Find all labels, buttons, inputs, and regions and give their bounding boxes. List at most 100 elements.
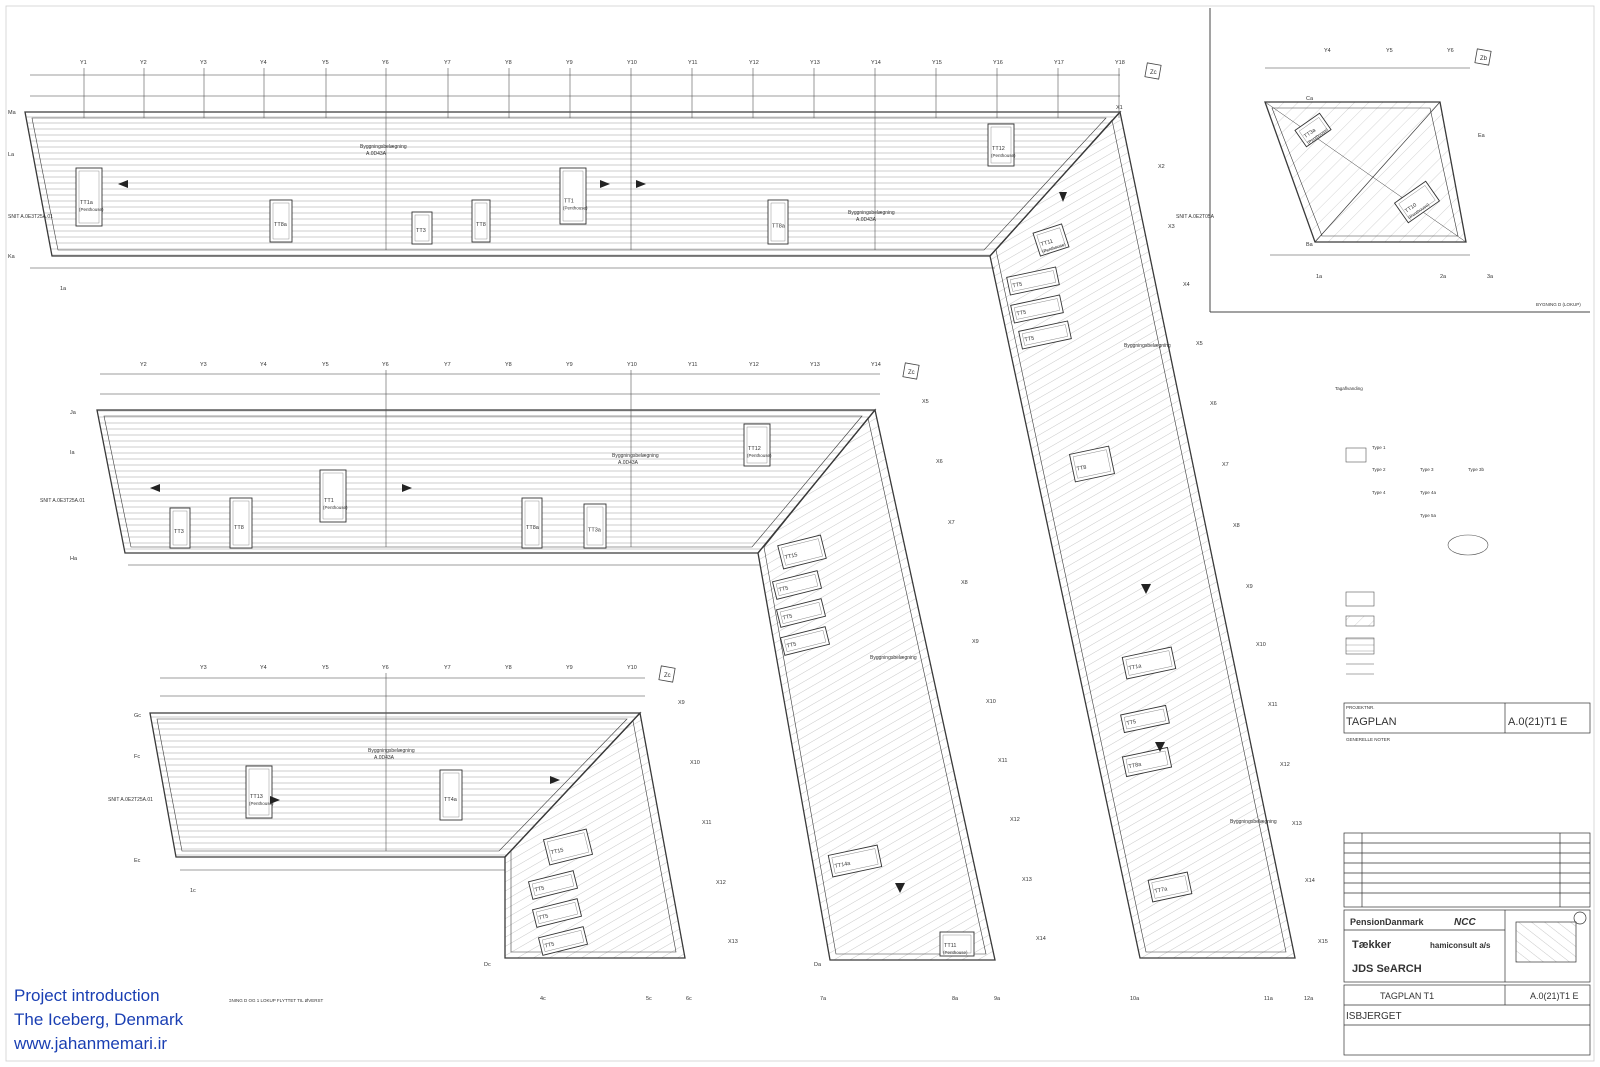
grid-axis-label: Y2 [140, 362, 147, 368]
project-name: ISBJERGET [1346, 1011, 1402, 1022]
roof-label: Byggningsbelægning [848, 210, 895, 216]
drawing-number: A.0(21)T1 E [1508, 716, 1567, 728]
roof-label: Byggningsbelægning [360, 144, 407, 150]
skylight: TT5 [775, 598, 827, 628]
skylight-inner [746, 426, 768, 464]
skylight: TT3a(Penthouse) [1294, 112, 1332, 148]
pin-label: Zc [1150, 70, 1157, 76]
skylight-inner [770, 202, 786, 242]
skylight-inner [1021, 324, 1069, 346]
grid-axis-label: Y3 [200, 60, 207, 66]
skylight-inner [1125, 650, 1173, 676]
grid-column-label: 1c [190, 888, 196, 894]
grid-axis-label: Y6 [382, 665, 389, 671]
grid-axis-label: Y14 [871, 362, 881, 368]
skylight: TT15 [542, 828, 594, 866]
grid-axis-label: Y11 [688, 362, 697, 368]
skylight-inner [78, 170, 100, 224]
skylight: TT10(Penthouse) [1393, 180, 1441, 224]
skylight-inner [531, 874, 575, 896]
skylight: TT8a [1121, 746, 1173, 778]
grid-axis-label: X12 [1280, 762, 1290, 768]
grid-column-label: 10a [1130, 996, 1140, 1002]
grid-axis-label: X11 [702, 820, 711, 826]
skylight: TT5 [1006, 266, 1060, 296]
grid-axis-label: Y3 [200, 362, 207, 368]
skylight: TT5 [1120, 704, 1170, 734]
skylight: TT1(Penthouse) [559, 167, 588, 225]
roof-label: Byggningsbelægning [612, 453, 659, 459]
caption-line-1: Project introduction [14, 986, 160, 1005]
grid-axis-label: Y14 [871, 60, 881, 66]
skylight-label: TT5 [544, 941, 555, 949]
skylight-label: TT7a [1154, 886, 1169, 895]
grid-column-label: 1a [1316, 274, 1323, 280]
skylight-label: TT3 [416, 228, 426, 234]
roof-label: Byggningsbelægning [1124, 343, 1171, 349]
skylight-outline [411, 211, 433, 245]
skylight-outline [1032, 223, 1070, 257]
roof-label: Byggningsbelægning [870, 655, 917, 661]
grid-axis-label: X10 [1256, 642, 1266, 648]
skylight: TT5 [527, 870, 579, 900]
grid-row-label: Ba [1306, 242, 1314, 248]
contractor-logo-text: NCC [1454, 917, 1476, 928]
skylight-inner [942, 934, 972, 954]
skylight-label: TT15 [550, 847, 564, 856]
grid-axis-label: Y1 [80, 60, 87, 66]
grid-axis-label: X10 [986, 699, 996, 705]
drawing-title: TAGPLAN [1346, 716, 1397, 728]
grid-axis-label: X11 [1268, 702, 1277, 708]
grid-axis-label: X12 [716, 880, 726, 886]
skylight-label: TT8 [476, 222, 486, 228]
skylight: TT5 [771, 570, 823, 600]
skylight-inner [172, 510, 188, 546]
grid-axis-label: X9 [1246, 584, 1253, 590]
grid-axis-label: Y7 [444, 60, 451, 66]
grid-axis-label: Y12 [749, 60, 759, 66]
skylight-inner [1072, 449, 1112, 479]
skylight-inner [524, 500, 540, 546]
skylight-outline [771, 570, 823, 600]
grid-axis-label: X13 [728, 939, 738, 945]
project-label: PROJEKTNR. [1346, 705, 1375, 710]
grid-axis-label: Y5 [322, 362, 329, 368]
skylight: TT13(Penthouse) [245, 765, 274, 819]
skylight-label: TT5 [782, 613, 793, 621]
skylight: TT1a [1121, 646, 1177, 680]
skylight-outline [169, 507, 191, 549]
skylight-inner [1013, 298, 1061, 320]
grid-axis-label: Y17 [1054, 60, 1064, 66]
legend-type: Type 1 [1372, 445, 1386, 450]
skylight: TT3 [169, 507, 191, 549]
grid-axis-label: X11 [998, 758, 1007, 764]
grid-axis-label: Y6 [382, 362, 389, 368]
caption-box: Project introduction The Iceberg, Denmar… [14, 984, 229, 1060]
grid-axis-label: Y13 [810, 362, 820, 368]
skylight-label: TT5 [534, 885, 545, 893]
skylight-outline [779, 626, 831, 656]
skylight-inner [322, 472, 344, 520]
grid-pin-labels: Zc Zc Zc Zb [664, 56, 1488, 679]
skylight: TT1(Penthouse) [319, 469, 348, 523]
legend-type: Type 5a [1420, 513, 1437, 518]
grid-axis-label: Y13 [810, 60, 820, 66]
caption-line-3[interactable]: www.jahanmemari.ir [14, 1034, 168, 1053]
skylight-label: TT11 [944, 943, 956, 949]
roof-label-ref: A.0D43A [374, 755, 395, 761]
skylight-label: TT4a [444, 797, 458, 803]
grid-axis-label: X6 [936, 459, 943, 465]
grid-axis-label: X2 [1158, 164, 1165, 170]
skylight-inner [779, 602, 823, 624]
skylight-outline [537, 926, 589, 956]
grid-row-label: Ea [1478, 133, 1486, 139]
skylight-outline [245, 765, 273, 819]
skylight-outline [542, 828, 594, 866]
grid-axis-label: Y5 [322, 60, 329, 66]
grid-column-label: 11a [1264, 996, 1274, 1002]
skylight-label: TT5 [1024, 336, 1035, 344]
grid-row-label: Ma [8, 110, 17, 116]
grid-axis-label: Y8 [505, 60, 512, 66]
